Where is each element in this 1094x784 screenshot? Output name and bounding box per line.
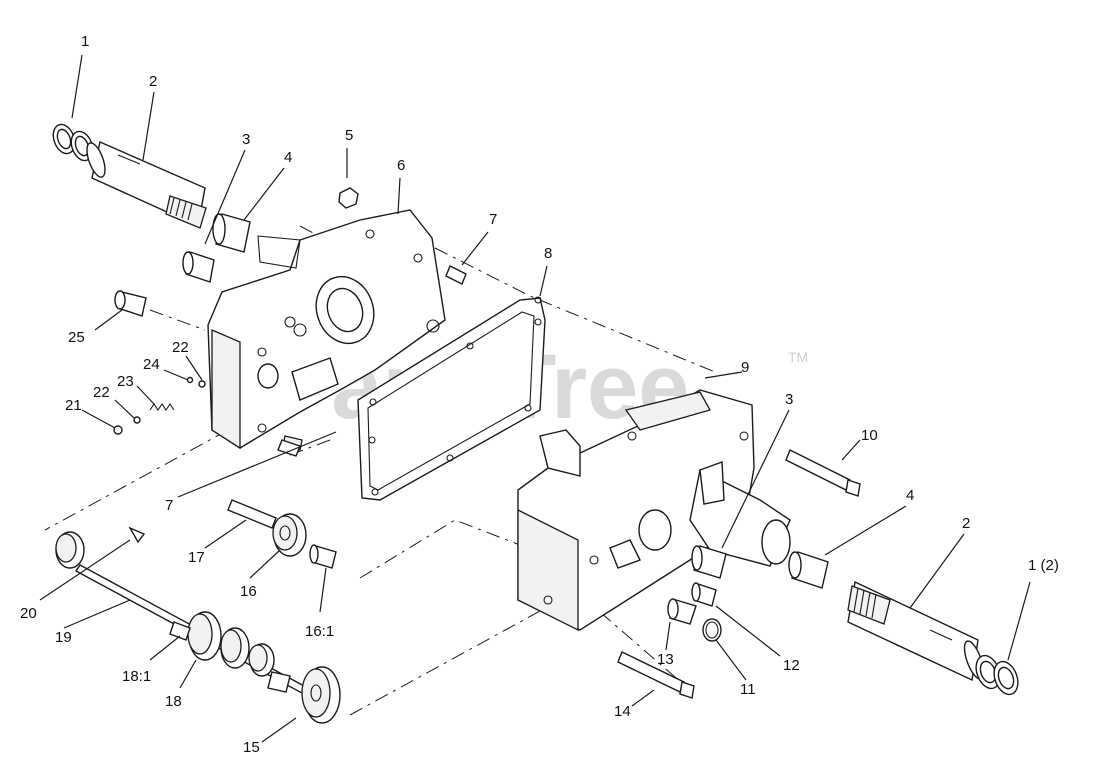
part-22-ball-upper: [198, 380, 206, 388]
part-24-ball: [186, 376, 194, 384]
part-1-seal-rings-left: [52, 123, 94, 162]
leader-lines: [39, 54, 1031, 743]
callout-20: 20: [20, 605, 37, 622]
part-15-gear: [267, 666, 341, 724]
callout-13: 13: [657, 651, 674, 668]
part-13-bushing: [667, 598, 697, 625]
callout-12: 12: [783, 657, 800, 674]
callout-10: 10: [861, 427, 878, 444]
part-20-pinion-gear: [55, 526, 146, 569]
callout-25: 25: [68, 329, 85, 346]
callout-1-left: 1: [81, 33, 89, 50]
watermark-trademark: TM: [788, 349, 808, 365]
callout-19: 19: [55, 629, 72, 646]
callout-3-right: 3: [785, 391, 793, 408]
callout-2-left: 2: [149, 73, 157, 90]
callout-8: 8: [544, 245, 552, 262]
part-4-bushing-left: [212, 213, 251, 253]
part-2-axle-shaft-left: [86, 141, 207, 229]
callout-18-1: 18:1: [122, 668, 151, 685]
part-5-nut: [338, 187, 359, 209]
part-16-gear: [272, 513, 307, 557]
part-14-bolt: [617, 651, 695, 699]
part-1-seal-rings-right: [975, 654, 1019, 696]
callout-17: 17: [188, 549, 205, 566]
part-22-ball-lower: [133, 416, 141, 424]
part-7-dowel-pin-upper: [445, 265, 467, 285]
callout-7-upper: 7: [489, 211, 497, 228]
callout-24: 24: [143, 356, 160, 373]
callout-16-1: 16:1: [305, 623, 334, 640]
callout-4-left: 4: [284, 149, 292, 166]
callout-9: 9: [741, 359, 749, 376]
part-4-bushing-right: [788, 551, 829, 589]
part-9-case-right: [517, 389, 791, 632]
part-18-1-bushing: [169, 621, 191, 641]
part-8-gasket: [357, 296, 546, 501]
callout-7-lower: 7: [165, 497, 173, 514]
part-17-pin: [227, 499, 277, 529]
callout-labels: 1 2 3 4 5 6 7 8 9 3 10 4 2 1 (2) 25 22 2…: [20, 33, 1059, 756]
part-23-spring: [149, 403, 175, 411]
part-3-bushing-left: [182, 251, 215, 283]
part-21-plug: [113, 425, 123, 435]
part-18-gear-cluster: [187, 611, 275, 677]
callout-15: 15: [243, 739, 260, 756]
callout-6: 6: [397, 157, 405, 174]
callout-5: 5: [345, 127, 353, 144]
part-11-snap-ring: [702, 618, 722, 642]
part-7-dowel-pin-lower: [277, 439, 301, 457]
callout-3-left: 3: [242, 131, 250, 148]
callout-11: 11: [740, 681, 756, 698]
callout-4-right: 4: [906, 487, 914, 504]
callout-23: 23: [117, 373, 134, 390]
callout-18: 18: [165, 693, 182, 710]
centerlines: [44, 225, 716, 716]
part-10-bolt: [785, 449, 861, 497]
callout-16: 16: [240, 583, 257, 600]
callout-1-2-right: 1 (2): [1028, 557, 1059, 574]
callout-22-lower: 22: [93, 384, 110, 401]
part-16-1-bushing: [309, 544, 337, 569]
callout-14: 14: [614, 703, 631, 720]
callout-22-upper: 22: [172, 339, 189, 356]
part-3-bushing-right: [691, 545, 727, 579]
callout-2-right: 2: [962, 515, 970, 532]
callout-21: 21: [65, 397, 82, 414]
part-12-bushing: [691, 582, 717, 607]
part-25-bushing: [114, 290, 147, 317]
